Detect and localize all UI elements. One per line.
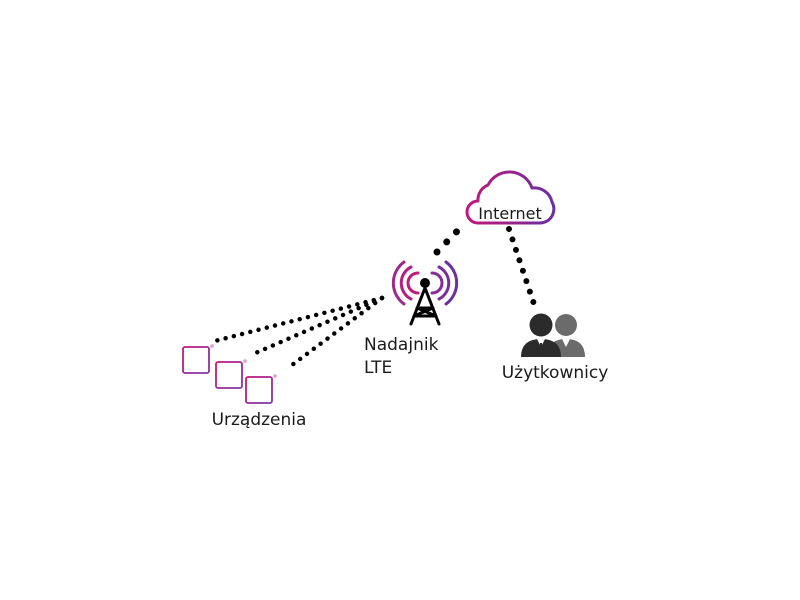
device-icon-2: [215, 359, 247, 389]
tower-label-line1: Nadajnik: [364, 335, 439, 355]
device-icon-3: [245, 374, 277, 404]
link-tower-device-3: [285, 295, 385, 371]
internet-cloud: Internet: [465, 170, 556, 225]
cloud-icon: [465, 170, 556, 225]
connections: [212, 218, 539, 371]
link-internet-users: [506, 226, 539, 313]
users-icon: [521, 313, 585, 357]
link-tower-device-1: [212, 295, 385, 344]
devices-group: Urządzenia: [182, 344, 307, 430]
link-tower-device-2: [248, 295, 385, 358]
lte-tower: Nadajnik LTE: [364, 260, 459, 378]
internet-label: Internet: [478, 204, 542, 223]
link-tower-internet: [433, 218, 470, 256]
device-icon-1: [182, 344, 214, 374]
tower-label-line2: LTE: [364, 358, 392, 378]
devices-label: Urządzenia: [212, 410, 307, 430]
radio-tower-icon: [391, 260, 459, 326]
users-group: Użytkownicy: [502, 313, 609, 383]
users-label: Użytkownicy: [502, 363, 609, 383]
